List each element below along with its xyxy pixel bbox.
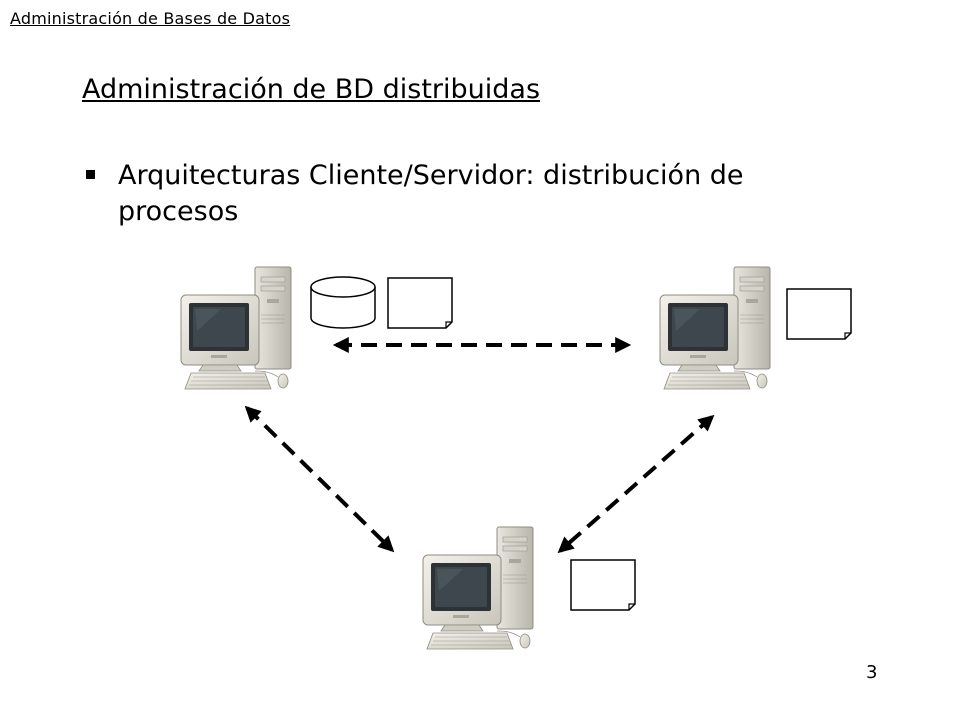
database-icon <box>310 276 376 329</box>
bullet-text: Arquitecturas Cliente/Servidor: distribu… <box>118 160 744 227</box>
slide-title: Administración de BD distribuidas <box>82 74 541 105</box>
connection-left-bottom <box>244 405 395 553</box>
square-bullet-icon <box>86 170 95 179</box>
computer-right-icon <box>659 266 771 390</box>
document-left-icon <box>387 277 453 329</box>
document-right-icon <box>786 288 852 340</box>
connection-right-bottom <box>557 414 715 554</box>
computer-left-icon <box>180 266 292 390</box>
computer-bottom-icon <box>422 526 534 650</box>
course-header: Administración de Bases de Datos <box>10 9 291 28</box>
document-bottom-icon <box>570 559 636 611</box>
page-number: 3 <box>866 662 878 683</box>
bullet-item: Arquitecturas Cliente/Servidor: distribu… <box>82 158 802 230</box>
